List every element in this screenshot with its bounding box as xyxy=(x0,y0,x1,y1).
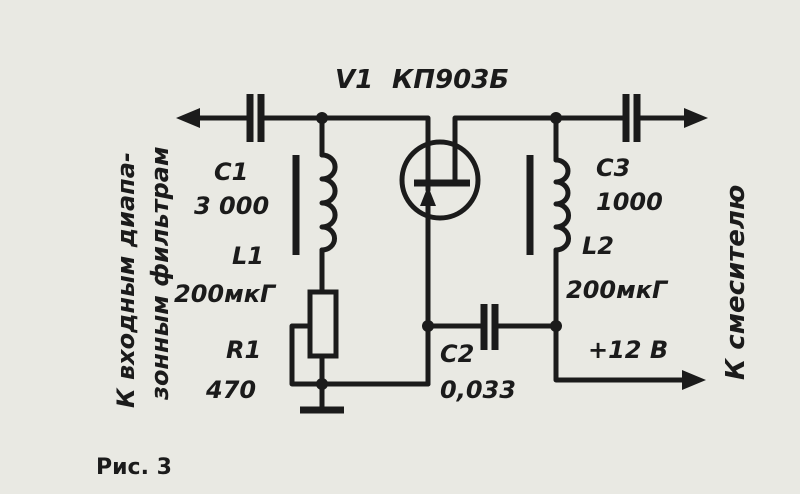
c1-value-label: 3 000 xyxy=(194,192,269,220)
right-output-label: К смесителю xyxy=(721,185,751,380)
l2-value-label: 200мкГ xyxy=(566,276,669,304)
capacitor-c1 xyxy=(246,94,265,142)
junction-dots xyxy=(316,112,562,390)
resistor-r1 xyxy=(307,289,339,359)
c2-ref-label: C2 xyxy=(440,340,474,368)
wire-supply xyxy=(553,247,687,383)
output-arrow-icon xyxy=(684,108,708,128)
r1-ref-label: R1 xyxy=(226,336,261,364)
l1-value-label: 200мкГ xyxy=(174,280,277,308)
input-arrow-icon xyxy=(176,108,200,128)
c3-value-label: 1000 xyxy=(596,188,663,216)
c3-ref-label: C3 xyxy=(596,154,630,182)
c1-ref-label: C1 xyxy=(214,158,248,186)
left-label-line1: К входным диапа- xyxy=(112,152,140,408)
wire-r1-wiper xyxy=(289,323,431,387)
c2-value-label: 0,033 xyxy=(440,376,516,404)
transistor-type-label: КП903Б xyxy=(392,65,509,95)
transistor-v1 xyxy=(399,139,481,233)
capacitor-c2 xyxy=(480,304,499,350)
inductor-l2 xyxy=(526,155,572,255)
wire-drain xyxy=(452,115,627,175)
l1-ref-label: L1 xyxy=(232,242,264,270)
capacitor-c3 xyxy=(622,94,641,142)
l2-ref-label: L2 xyxy=(582,232,614,260)
wire-source xyxy=(425,227,485,329)
left-label-line2: зонным фильтрам xyxy=(146,146,174,401)
inductor-l1 xyxy=(292,152,338,255)
supply-voltage-label: +12 В xyxy=(588,336,668,364)
transistor-ref-label: V1 xyxy=(335,65,373,95)
figure-caption: Рис. 3 xyxy=(96,455,172,480)
r1-value-label: 470 xyxy=(205,376,256,404)
supply-arrow-icon xyxy=(682,370,706,390)
